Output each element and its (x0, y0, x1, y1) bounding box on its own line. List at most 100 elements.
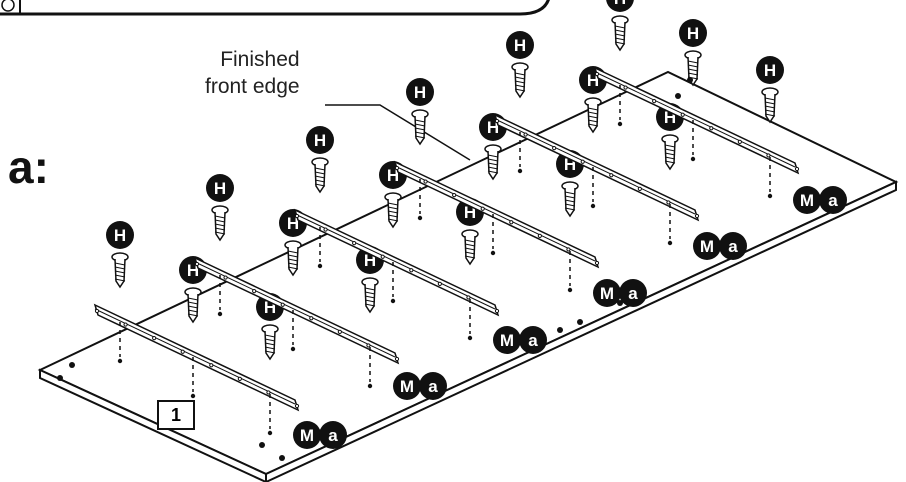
screw-H-icon (511, 62, 529, 99)
hole-marker-icon (690, 120, 696, 162)
badge-M-icon: M (593, 279, 621, 307)
badge-a-icon: a (519, 326, 547, 354)
badge-H-icon: H (406, 78, 434, 106)
svg-text:M: M (700, 237, 714, 256)
screw-H-icon (284, 240, 302, 277)
svg-text:a: a (528, 331, 538, 350)
svg-text:H: H (414, 83, 426, 102)
hole-marker-icon (390, 262, 396, 304)
screw-H-icon (661, 134, 679, 171)
hole-marker-icon (367, 347, 373, 389)
bracket-rail-icon (493, 113, 700, 222)
badge-H-icon: H (506, 31, 534, 59)
screw-H-icon (461, 229, 479, 266)
hole-marker-icon (687, 77, 693, 83)
callout-leader-line (325, 104, 471, 161)
hole-marker-icon (69, 362, 75, 368)
badge-H-icon: H (306, 126, 334, 154)
svg-text:a: a (428, 377, 438, 396)
badge-H-icon: H (606, 0, 634, 12)
hole-marker-icon (617, 85, 623, 127)
hole-marker-icon (467, 299, 473, 341)
hole-marker-icon (637, 293, 643, 299)
bracket-rail-icon (93, 303, 300, 412)
badge-M-icon: M (293, 421, 321, 449)
bracket-rail-icon (593, 66, 800, 175)
badge-M-icon: M (793, 186, 821, 214)
svg-text:H: H (287, 214, 299, 233)
svg-text:a: a (828, 191, 838, 210)
step-label: a: (8, 141, 49, 193)
badge-H-icon: H (756, 56, 784, 84)
bracket-rail-icon (393, 160, 600, 269)
badge-M-icon: M (493, 326, 521, 354)
badge-H-icon: H (679, 19, 707, 47)
hole-marker-icon (567, 251, 573, 293)
hole-marker-icon (279, 455, 285, 461)
svg-text:H: H (214, 179, 226, 198)
hole-marker-icon (117, 322, 123, 364)
hole-marker-icon (557, 327, 563, 333)
screw-H-icon (411, 109, 429, 146)
hole-marker-icon (259, 442, 265, 448)
screw-H-icon (611, 15, 629, 52)
svg-text:H: H (687, 24, 699, 43)
svg-text:a: a (328, 426, 338, 445)
part-number-box: 1 (157, 400, 195, 430)
svg-text:H: H (614, 0, 626, 8)
screw-H-icon (184, 287, 202, 324)
svg-text:M: M (300, 426, 314, 445)
badge-H-icon: H (206, 174, 234, 202)
svg-text:H: H (114, 226, 126, 245)
hole-marker-icon (590, 167, 596, 209)
hole-marker-icon (267, 394, 273, 436)
svg-text:M: M (800, 191, 814, 210)
screw-H-icon (384, 192, 402, 229)
screw-H-icon (111, 252, 129, 289)
badge-a-icon: a (419, 372, 447, 400)
hole-marker-icon (190, 357, 196, 399)
screw-H-icon (261, 324, 279, 361)
screw-H-icon (361, 277, 379, 314)
hole-marker-icon (317, 227, 323, 269)
badge-a-icon: a (819, 186, 847, 214)
callout-line-1: Finished (220, 48, 300, 71)
badge-M-icon: M (693, 232, 721, 260)
frame-icon (1, 0, 15, 12)
bracket-rail-icon (193, 256, 400, 365)
badge-H-icon: H (106, 221, 134, 249)
bracket-rail-icon (293, 208, 500, 317)
svg-text:H: H (764, 61, 776, 80)
instruction-frame-corner (0, 0, 550, 16)
hole-marker-icon (417, 179, 423, 221)
hole-marker-icon (217, 275, 223, 317)
screw-H-icon (211, 205, 229, 242)
screw-H-icon (584, 97, 602, 134)
badge-a-icon: a (619, 279, 647, 307)
hole-marker-icon (617, 300, 623, 306)
svg-text:M: M (400, 377, 414, 396)
svg-text:a: a (628, 284, 638, 303)
finished-front-edge-callout: Finished front edge (205, 46, 300, 100)
hole-marker-icon (667, 204, 673, 246)
screw-H-icon (311, 157, 329, 194)
hole-marker-icon (57, 375, 63, 381)
svg-text:a: a (728, 237, 738, 256)
hole-marker-icon (490, 214, 496, 256)
hole-marker-icon (290, 310, 296, 352)
callout-line-2: front edge (205, 75, 300, 98)
hole-marker-icon (577, 319, 583, 325)
screw-H-icon (561, 181, 579, 218)
hole-marker-icon (767, 157, 773, 199)
svg-text:H: H (514, 36, 526, 55)
hole-marker-icon (517, 132, 523, 174)
svg-text:H: H (387, 166, 399, 185)
svg-text:M: M (500, 331, 514, 350)
badge-M-icon: M (393, 372, 421, 400)
screw-H-icon (761, 87, 779, 124)
badge-a-icon: a (319, 421, 347, 449)
badge-a-icon: a (719, 232, 747, 260)
screw-H-icon (484, 144, 502, 181)
svg-text:H: H (314, 131, 326, 150)
